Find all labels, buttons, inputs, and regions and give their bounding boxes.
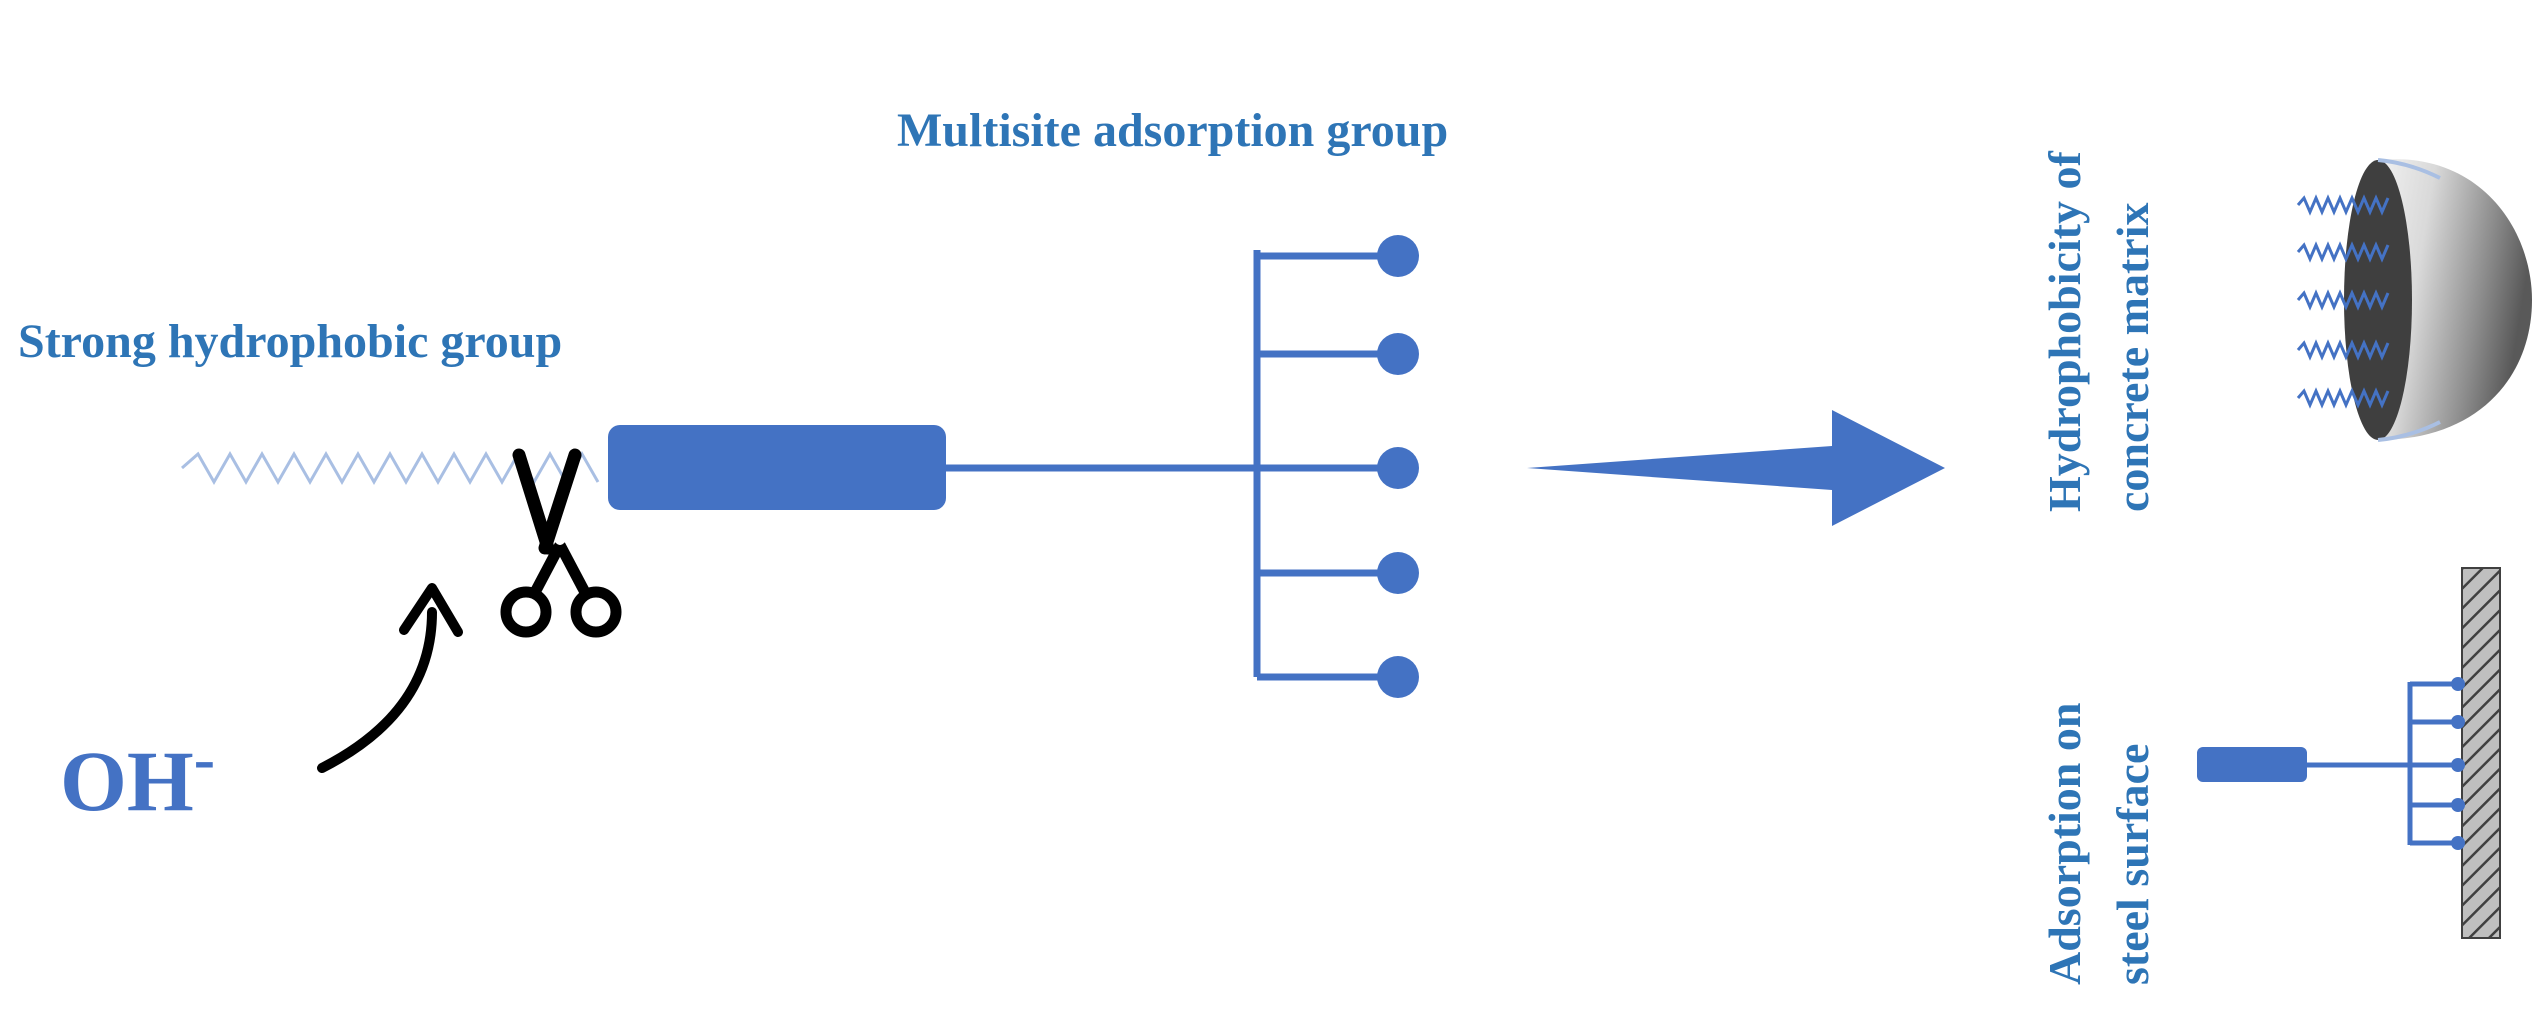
adsorption-site [1377,333,1419,375]
small-molecule-body [2197,747,2307,782]
scissors-icon [500,448,622,638]
small-molecule [2197,677,2465,850]
particle-tail-waves [2296,194,2390,409]
particle-tail-wave [2296,289,2390,311]
multisite-adsorption-group-label: Multisite adsorption group [897,104,1448,157]
hemisphere-icon [2344,158,2532,442]
particle-tail-wave [2296,339,2390,361]
hatched-wall-icon [2461,567,2501,939]
hydrophobicity-label-line2: concrete matrix [2107,203,2158,513]
particle-tail-wave [2296,241,2390,263]
hydrophobicity-label-line1: Hydrophobicity of [2039,151,2090,512]
strong-hydrophobic-group-label: Strong hydrophobic group [18,315,562,368]
adsorption-label-line2: steel surface [2107,744,2158,985]
adsorption-site [1377,656,1419,698]
arrow-right-icon [1527,410,1945,526]
adsorption-site [1377,447,1419,489]
adsorption-site [1377,235,1419,277]
hydroxide-charge: - [194,723,215,794]
molecule-backbone [946,250,1398,681]
molecule-body-block [608,425,946,510]
hydroxide-text: OH [60,733,194,829]
curved-arrow-icon [317,583,463,773]
hydrophobic-tail-wave [181,450,600,486]
adsorption-label-line1: Adsorption on [2039,703,2090,985]
particle-tail-wave [2296,387,2390,409]
hydroxide-label: OH- [60,723,215,829]
adsorption-site [1377,552,1419,594]
particle-tail-wave [2296,194,2390,216]
